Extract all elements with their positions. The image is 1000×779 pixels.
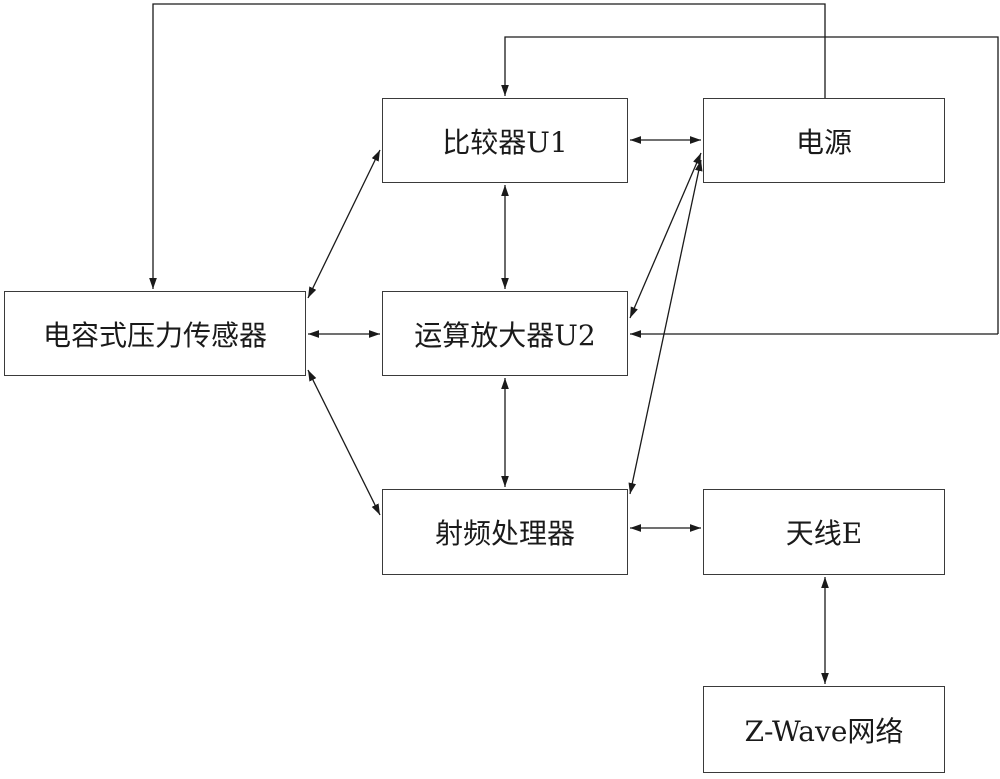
edge-sensor-rf [307,369,381,516]
edge-power-sensor-loop [149,3,826,289]
comparator-label: 比较器U1 [442,125,568,159]
rf-processor-block: 射频处理器 [382,489,628,575]
zwave-network-label: Z-Wave网络 [744,714,904,748]
antenna-block: 天线E [703,489,945,575]
edge-sensor-comparator [307,149,381,299]
power-supply-block: 电源 [703,98,945,183]
edge-power-comparator-loop [501,36,999,334]
power-supply-label: 电源 [795,125,852,159]
rf-processor-label: 射频处理器 [434,517,575,550]
capacitive-pressure-sensor-block: 电容式压力传感器 [4,291,306,376]
comparator-block: 比较器U1 [382,98,628,183]
capacitive-pressure-sensor-label: 电容式压力传感器 [42,318,267,352]
antenna-label: 天线E [785,517,863,550]
op-amp-label: 运算放大器U2 [414,318,596,352]
edge-opamp-power [629,152,702,319]
edge-rf-power [628,159,703,495]
zwave-network-block: Z-Wave网络 [703,686,945,773]
op-amp-block: 运算放大器U2 [382,291,628,376]
